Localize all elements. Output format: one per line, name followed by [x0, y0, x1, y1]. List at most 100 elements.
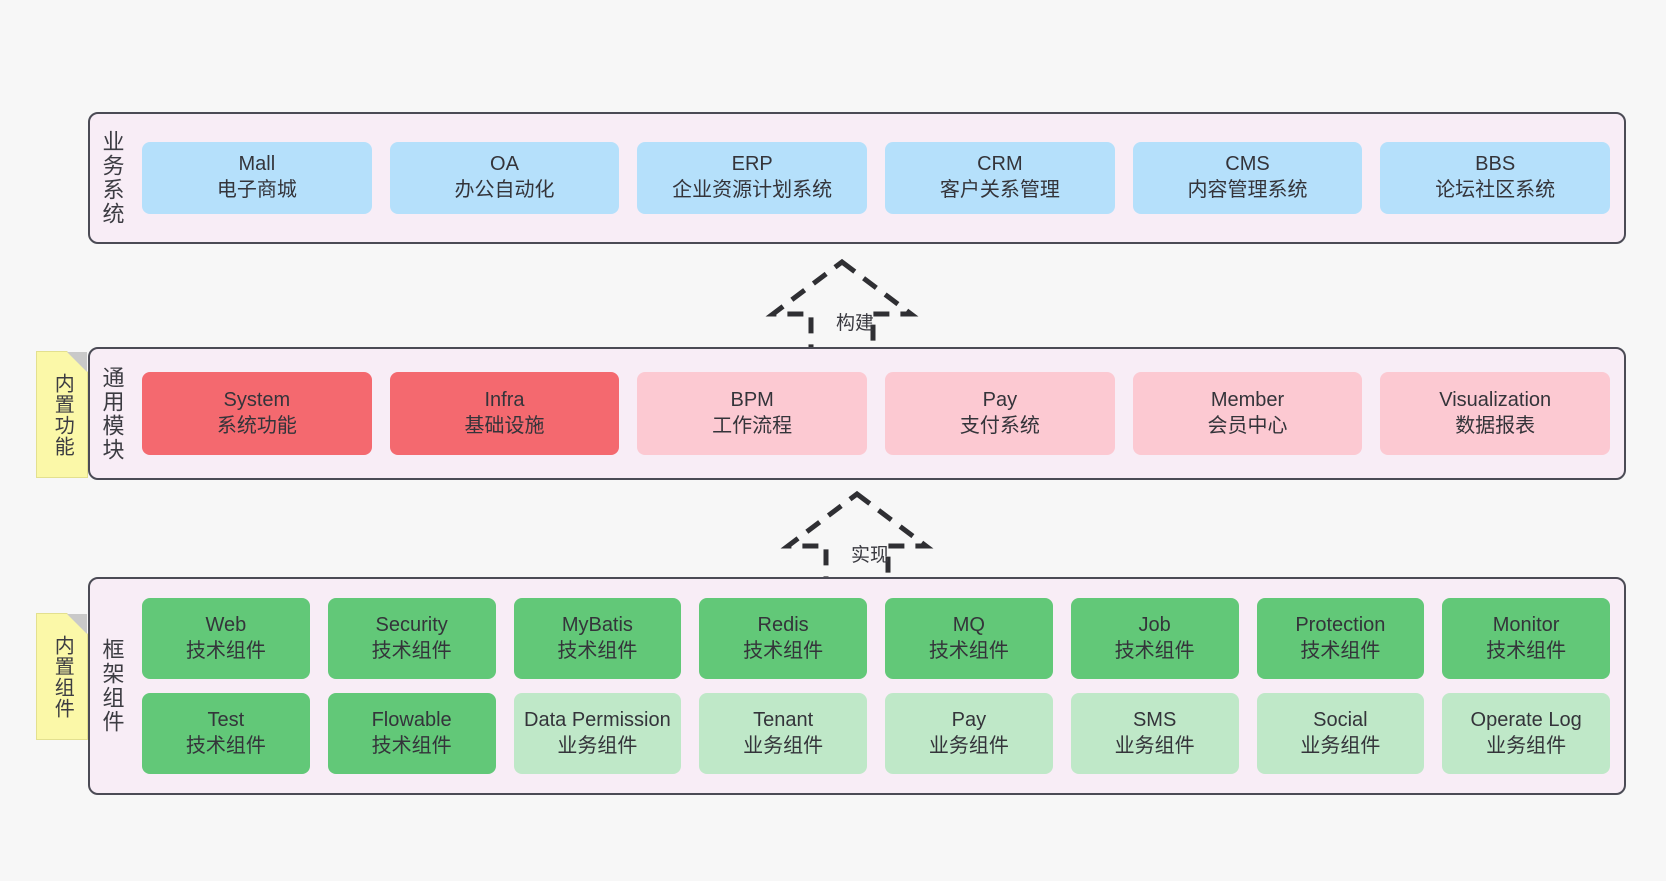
component-name: Monitor	[1492, 613, 1560, 636]
component-card-test[interactable]: Test 技术组件	[142, 693, 310, 774]
module-card-bbs[interactable]: BBS 论坛社区系统	[1380, 142, 1611, 214]
component-card-tenant[interactable]: Tenant 业务组件	[699, 693, 867, 774]
component-card-pay[interactable]: Pay 业务组件	[885, 693, 1053, 774]
component-card-web[interactable]: Web 技术组件	[142, 598, 310, 679]
module-name: BBS	[1475, 153, 1516, 176]
module-subtitle: 支付系统	[959, 414, 1040, 437]
layer-title-business-systems: 业务系统	[99, 130, 125, 226]
component-card-protection[interactable]: Protection 技术组件	[1256, 598, 1425, 679]
module-name: Visualization	[1439, 388, 1552, 411]
row: Web 技术组件 Security 技术组件 MyBatis 技术组件 Redi…	[142, 598, 1610, 679]
module-card-visualization[interactable]: Visualization 数据报表	[1380, 372, 1611, 455]
sticky-note-builtin-components: 内置组件	[36, 613, 88, 740]
module-subtitle: 客户关系管理	[939, 179, 1060, 201]
module-name: Mall	[238, 153, 276, 176]
row: System 系统功能 Infra 基础设施 BPM 工作流程 Pay 支付系统…	[142, 372, 1611, 455]
module-card-bpm[interactable]: BPM 工作流程	[637, 372, 868, 455]
layer-body-framework-components: Web 技术组件 Security 技术组件 MyBatis 技术组件 Redi…	[134, 579, 1624, 793]
component-name: Protection	[1295, 613, 1386, 636]
module-subtitle: 数据报表	[1455, 414, 1536, 437]
component-subtitle: 技术组件	[928, 639, 1009, 662]
module-name: OA	[490, 153, 519, 176]
component-name: Pay	[951, 708, 987, 731]
component-name: Security	[375, 613, 448, 636]
layer-title-framework-components: 框架组件	[99, 638, 125, 734]
component-subtitle: 业务组件	[557, 734, 638, 757]
component-card-social[interactable]: Social 业务组件	[1256, 693, 1425, 774]
module-name: BPM	[730, 388, 774, 411]
module-subtitle: 办公自动化	[454, 179, 555, 201]
module-name: CMS	[1225, 153, 1270, 176]
sticky-note-label: 内置组件	[51, 634, 74, 719]
component-subtitle: 业务组件	[1300, 734, 1381, 757]
component-card-security[interactable]: Security 技术组件	[327, 598, 496, 679]
component-subtitle: 技术组件	[371, 734, 452, 757]
module-card-crm[interactable]: CRM 客户关系管理	[885, 142, 1115, 214]
dashed-hollow-arrow-icon	[765, 258, 919, 355]
module-subtitle: 系统功能	[216, 414, 297, 437]
sticky-note-label: 内置功能	[51, 372, 74, 457]
module-card-oa[interactable]: OA 办公自动化	[389, 142, 620, 214]
component-name: Job	[1138, 613, 1171, 636]
component-card-mybatis[interactable]: MyBatis 技术组件	[513, 598, 682, 679]
row: Test 技术组件 Flowable 技术组件 Data Permission …	[142, 693, 1610, 774]
component-subtitle: 技术组件	[1486, 639, 1567, 662]
component-card-operate-log[interactable]: Operate Log 业务组件	[1442, 693, 1610, 774]
module-name: ERP	[731, 153, 773, 176]
layer-business-systems: 业务系统 Mall 电子商城 OA 办公自动化 ERP 企业资源计划系统 CRM…	[88, 112, 1626, 244]
generalization-arrow-build: 构建	[757, 258, 927, 355]
component-subtitle: 技术组件	[557, 639, 638, 662]
component-name: SMS	[1132, 708, 1177, 731]
module-card-mall[interactable]: Mall 电子商城	[142, 142, 372, 214]
layer-title-common-modules: 通用模块	[99, 365, 125, 462]
component-subtitle: 技术组件	[185, 639, 266, 662]
component-subtitle: 技术组件	[185, 734, 266, 757]
layer-framework-components: 框架组件 Web 技术组件 Security 技术组件 MyBatis 技术组件…	[88, 577, 1626, 795]
module-card-pay[interactable]: Pay 支付系统	[885, 372, 1115, 455]
component-card-sms[interactable]: SMS 业务组件	[1070, 693, 1239, 774]
module-name: System	[223, 388, 291, 411]
component-name: Data Permission	[524, 708, 671, 731]
component-card-data-permission[interactable]: Data Permission 业务组件	[513, 693, 682, 774]
module-subtitle: 企业资源计划系统	[672, 179, 833, 201]
component-subtitle: 技术组件	[371, 639, 452, 662]
component-card-mq[interactable]: MQ 技术组件	[885, 598, 1053, 679]
component-name: Flowable	[371, 708, 452, 731]
row: Mall 电子商城 OA 办公自动化 ERP 企业资源计划系统 CRM 客户关系…	[142, 142, 1611, 214]
layer-body-business-systems: Mall 电子商城 OA 办公自动化 ERP 企业资源计划系统 CRM 客户关系…	[134, 114, 1624, 242]
module-card-system[interactable]: System 系统功能	[142, 372, 372, 455]
component-name: Tenant	[753, 708, 814, 731]
component-card-job[interactable]: Job 技术组件	[1070, 598, 1239, 679]
module-card-erp[interactable]: ERP 企业资源计划系统	[637, 142, 868, 214]
component-subtitle: 技术组件	[1300, 639, 1381, 662]
layer-body-common-modules: System 系统功能 Infra 基础设施 BPM 工作流程 Pay 支付系统…	[134, 349, 1624, 478]
component-name: Test	[207, 708, 245, 731]
component-card-flowable[interactable]: Flowable 技术组件	[327, 693, 496, 774]
generalization-arrow-implement: 实现	[772, 490, 942, 587]
component-name: Web	[205, 613, 247, 636]
module-name: CRM	[977, 153, 1023, 176]
module-subtitle: 基础设施	[464, 414, 545, 437]
component-card-monitor[interactable]: Monitor 技术组件	[1442, 598, 1610, 679]
module-name: Member	[1210, 388, 1285, 411]
module-card-cms[interactable]: CMS 内容管理系统	[1132, 142, 1363, 214]
component-subtitle: 业务组件	[928, 734, 1009, 757]
module-subtitle: 工作流程	[712, 414, 793, 437]
sticky-note-builtin-functions: 内置功能	[36, 351, 88, 478]
component-subtitle: 业务组件	[1114, 734, 1195, 757]
module-subtitle: 电子商城	[216, 179, 297, 201]
arrow-label-build: 构建	[836, 313, 875, 334]
component-name: Redis	[757, 613, 809, 636]
module-name: Pay	[982, 388, 1018, 411]
component-name: Operate Log	[1470, 708, 1582, 731]
component-name: MyBatis	[561, 613, 633, 636]
module-name: Infra	[484, 388, 525, 411]
component-card-redis[interactable]: Redis 技术组件	[699, 598, 867, 679]
module-subtitle: 论坛社区系统	[1435, 179, 1556, 201]
module-card-infra[interactable]: Infra 基础设施	[389, 372, 620, 455]
component-subtitle: 技术组件	[1114, 639, 1195, 662]
arrow-label-implement: 实现	[851, 545, 890, 566]
component-subtitle: 业务组件	[1486, 734, 1567, 757]
module-card-member[interactable]: Member 会员中心	[1132, 372, 1363, 455]
